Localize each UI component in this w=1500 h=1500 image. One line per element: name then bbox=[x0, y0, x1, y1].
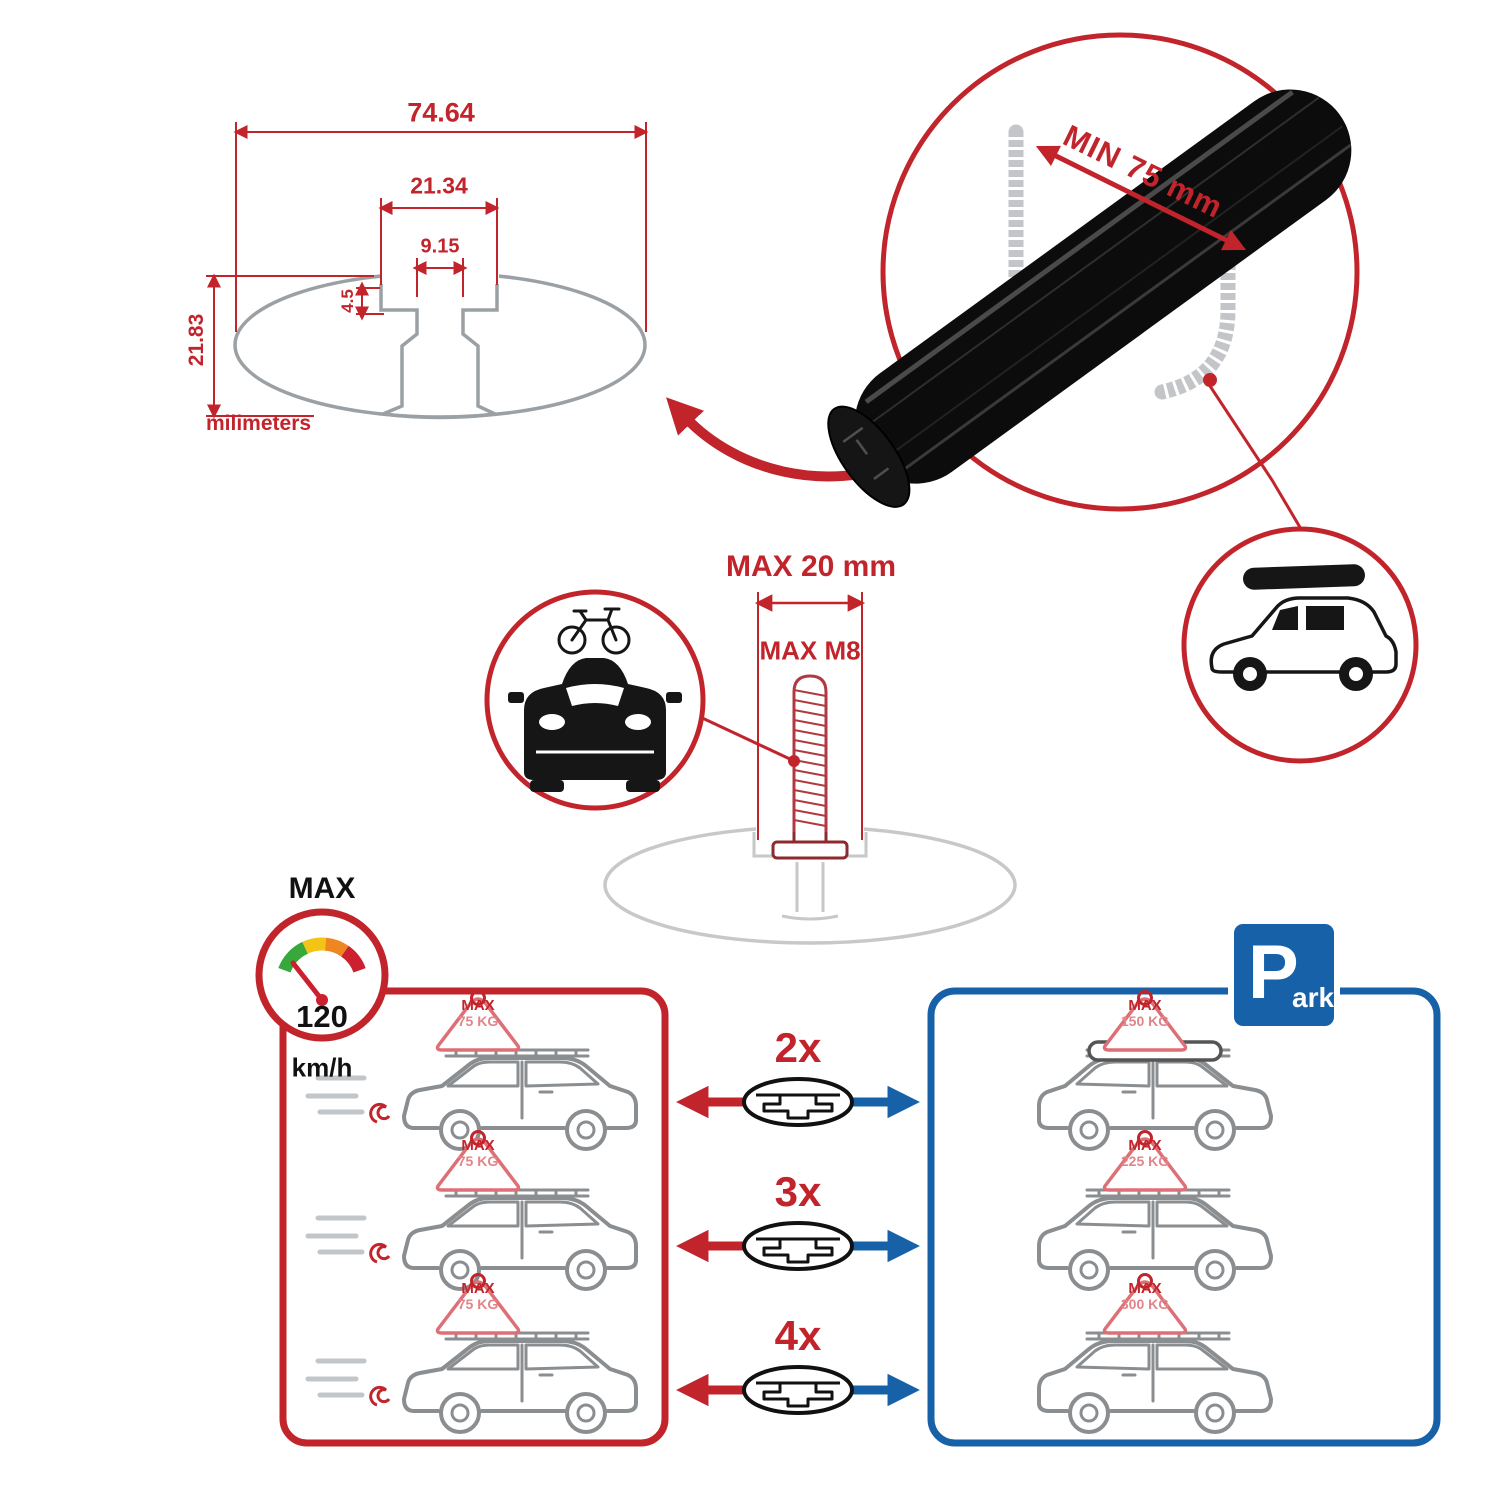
capacity-chart bbox=[255, 908, 1441, 1447]
dim-slot-width-label: 9.15 bbox=[420, 235, 460, 258]
units-label: milimeters bbox=[206, 412, 312, 435]
clamp-point-dot bbox=[1203, 373, 1217, 387]
profile-ellipse bbox=[233, 271, 647, 419]
suv-roofbox-icon bbox=[1209, 564, 1398, 691]
load-kg-text: 300 KG bbox=[1120, 1296, 1170, 1313]
multiplier-3x-label: 3x bbox=[774, 1168, 822, 1215]
dim-total-height-label: 21.83 bbox=[185, 313, 208, 367]
dim-channel-width-label: 21.34 bbox=[410, 172, 468, 199]
load-max-text: MAX bbox=[461, 1280, 495, 1297]
parked-load-label: MAX 150 KG bbox=[1120, 997, 1170, 1030]
bolt-diagram bbox=[603, 592, 1017, 945]
min-span-arrow-icon bbox=[1035, 145, 1247, 251]
bolt-max-width-label: MAX 20 mm bbox=[725, 550, 897, 583]
double-arrow-icon bbox=[702, 1223, 894, 1269]
car-icon bbox=[402, 1331, 638, 1434]
load-max-text: MAX bbox=[461, 997, 495, 1014]
detail-connector-line bbox=[1208, 385, 1303, 530]
driving-load-label: MAX 75 KG bbox=[457, 1137, 499, 1170]
motion-lines-icon bbox=[308, 1078, 389, 1122]
driving-box bbox=[279, 987, 669, 1447]
double-arrow-icon bbox=[702, 1367, 894, 1413]
load-max-text: MAX bbox=[1128, 997, 1162, 1014]
load-kg-text: 75 KG bbox=[457, 1153, 499, 1170]
car-icon bbox=[1037, 1048, 1273, 1151]
roofbox-car-circle bbox=[1181, 526, 1419, 764]
speed-max-label: MAX bbox=[288, 872, 356, 905]
driving-load-label: MAX 75 KG bbox=[457, 1280, 499, 1313]
speedometer-icon bbox=[255, 908, 389, 1042]
bolt-connector-line bbox=[697, 714, 793, 762]
motion-lines-icon bbox=[308, 1218, 389, 1262]
parked-box bbox=[927, 987, 1441, 1447]
load-max-text: MAX bbox=[461, 1137, 495, 1154]
speed-value: 120 bbox=[296, 999, 348, 1034]
load-kg-text: 225 KG bbox=[1120, 1153, 1170, 1170]
load-kg-text: 75 KG bbox=[457, 1013, 499, 1030]
car-icon bbox=[402, 1048, 638, 1151]
profile-dimension-drawing bbox=[206, 122, 649, 420]
crossbar-detail-circle bbox=[827, 32, 1360, 530]
parking-sign-rest: ark bbox=[1292, 982, 1335, 1013]
multiplier-4x-label: 4x bbox=[774, 1312, 822, 1359]
load-max-text: MAX bbox=[1128, 1280, 1162, 1297]
profile-channel bbox=[379, 284, 499, 420]
motion-lines-icon bbox=[308, 1361, 389, 1405]
speed-unit: km/h bbox=[291, 1052, 353, 1083]
parked-load-label: MAX 225 KG bbox=[1120, 1137, 1170, 1170]
bolt-point-dot bbox=[788, 755, 800, 767]
car-icon bbox=[1037, 1331, 1273, 1434]
load-kg-text: 150 KG bbox=[1120, 1013, 1170, 1030]
car-icon bbox=[402, 1188, 638, 1291]
parked-load-label: MAX 300 KG bbox=[1120, 1280, 1170, 1313]
load-kg-text: 75 KG bbox=[457, 1296, 499, 1313]
parking-sign-letter: P bbox=[1248, 930, 1299, 1015]
bolt-extension-lines bbox=[757, 592, 863, 840]
bike-car-circle bbox=[484, 589, 706, 811]
t-bolt-icon bbox=[771, 674, 849, 860]
double-arrow-icon bbox=[702, 1079, 894, 1125]
dim-total-width-label: 74.64 bbox=[407, 97, 475, 128]
driving-load-label: MAX 75 KG bbox=[457, 997, 499, 1030]
car-icon bbox=[1037, 1188, 1273, 1291]
multiplier-2x-label: 2x bbox=[774, 1024, 822, 1071]
bolt-max-thread-label: MAX M8 bbox=[759, 635, 861, 666]
dim-slot-depth-label: 4.5 bbox=[338, 289, 357, 313]
car-front-bike-icon bbox=[508, 607, 682, 792]
parking-sign: P ark bbox=[1234, 924, 1334, 1026]
load-max-text: MAX bbox=[1128, 1137, 1162, 1154]
